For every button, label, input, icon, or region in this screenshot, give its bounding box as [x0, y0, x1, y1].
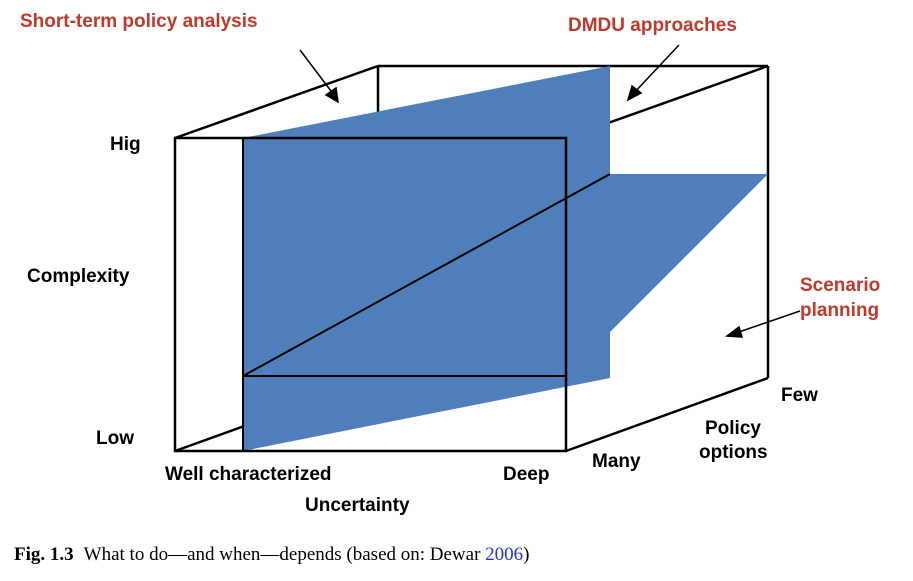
short-term-arrow-head: [324, 86, 339, 104]
policy-axis-label-line1: Policy: [705, 418, 761, 439]
complexity-high-label: Hig: [110, 134, 141, 155]
scenario-arrow: [735, 310, 801, 334]
complexity-uncertainty-cube-diagram: Short-term policy analysis DMDU approach…: [20, 11, 880, 516]
figure-number: Fig. 1.3: [14, 544, 74, 565]
caption-text: What to do—and when—depends (based on: D…: [83, 544, 486, 565]
dmdu-label: DMDU approaches: [568, 15, 737, 36]
short-term-label: Short-term policy analysis: [20, 11, 258, 32]
annotation-arrows: [299, 44, 801, 338]
caption-close: ): [523, 544, 530, 565]
complexity-axis-label: Complexity: [27, 266, 130, 287]
scenario-label-line1: Scenario: [800, 275, 880, 296]
complexity-low-label: Low: [96, 428, 134, 449]
policy-many-label: Many: [592, 451, 641, 472]
uncertainty-axis-label: Uncertainty: [305, 495, 410, 516]
policy-axis-label-line2: options: [699, 442, 768, 463]
uncertainty-high-label: Deep: [503, 464, 549, 485]
short-term-arrow: [299, 49, 335, 96]
figure-caption: Fig. 1.3 What to do—and when—depends (bas…: [14, 544, 530, 566]
policy-few-label: Few: [781, 385, 818, 406]
uncertainty-low-label: Well characterized: [165, 464, 332, 485]
scenario-plane: [243, 174, 768, 376]
cube-front-face: [173, 136, 568, 453]
scenario-arrow-head: [724, 325, 744, 338]
citation-link[interactable]: 2006: [485, 544, 524, 565]
dmdu-arrow: [632, 44, 680, 95]
dmdu-arrow-head: [626, 84, 643, 102]
scenario-label-line2: planning: [800, 300, 879, 321]
plane-edges: [242, 138, 611, 451]
